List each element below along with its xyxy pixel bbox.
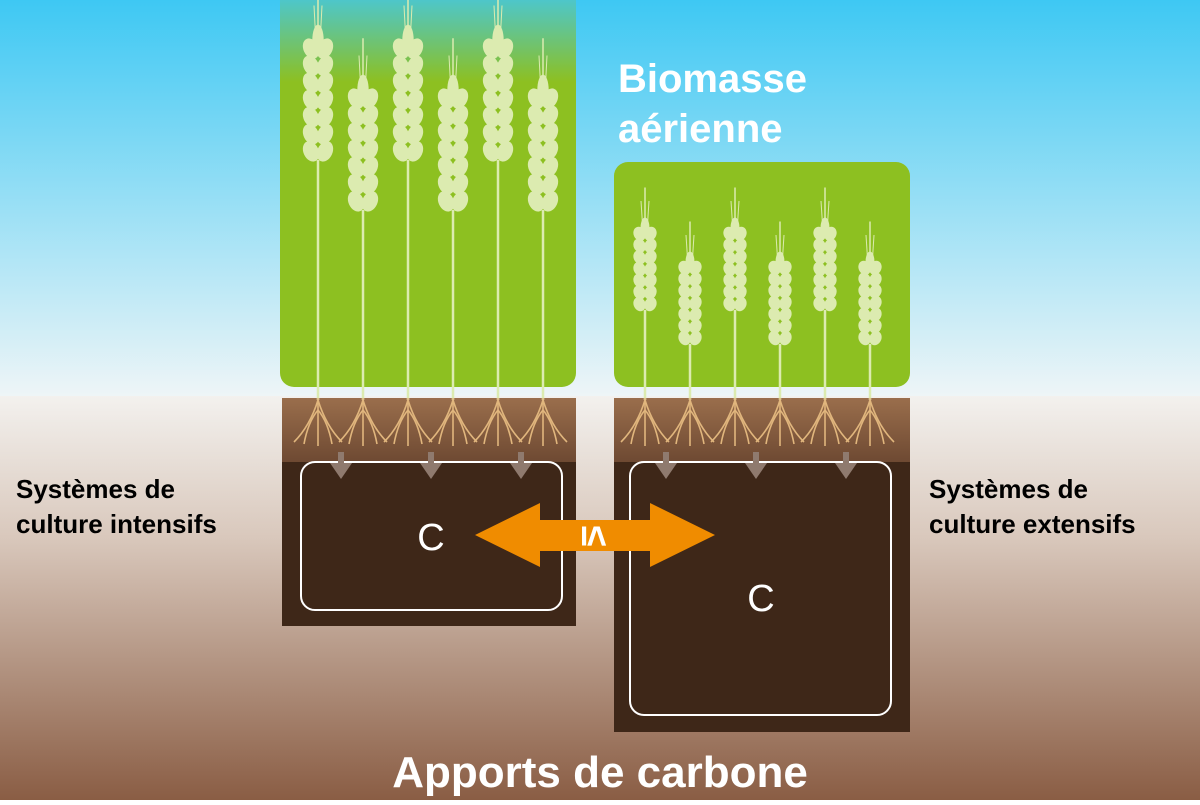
- root-icon: [755, 398, 805, 446]
- down-arrow-icon: [420, 452, 442, 479]
- root-icon: [665, 398, 715, 446]
- down-arrow-icon: [510, 452, 532, 479]
- double-headed-arrow-icon: [475, 503, 715, 567]
- root-icon: [845, 398, 895, 446]
- wheat-ear-icon: [392, 0, 424, 400]
- ground: [0, 396, 1200, 800]
- extensive-carbon-pool: [629, 461, 892, 716]
- root-icon: [800, 398, 850, 446]
- root-icon: [338, 398, 388, 446]
- root-icon: [620, 398, 670, 446]
- root-icon: [710, 398, 760, 446]
- sky: [0, 0, 1200, 396]
- wheat-ear-icon: [768, 221, 792, 400]
- biomass-label: Biomasse aérienne: [618, 54, 807, 154]
- root-icon: [383, 398, 433, 446]
- wheat-ear-icon: [437, 38, 469, 400]
- carbon-label-right: C: [747, 578, 774, 620]
- root-icon: [518, 398, 568, 446]
- wheat-ear-icon: [527, 38, 559, 400]
- biomass-label-line1: Biomasse: [618, 57, 807, 101]
- down-arrow-icon: [745, 452, 767, 479]
- wheat-ear-icon: [678, 221, 702, 400]
- carbon-inputs-title: Apports de carbone: [392, 748, 808, 797]
- wheat-ear-icon: [347, 38, 379, 400]
- root-icon: [473, 398, 523, 446]
- extensive-roots: [620, 398, 895, 446]
- down-arrow-icon: [835, 452, 857, 479]
- intensive-system: [280, 0, 576, 626]
- wheat-ear-icon: [482, 0, 514, 400]
- intensive-carbon-input-arrows: [330, 452, 532, 479]
- comparison-symbol: ≤: [573, 526, 615, 547]
- intensive-label-line2: culture intensifs: [16, 509, 217, 539]
- root-icon: [428, 398, 478, 446]
- extensive-carbon-input-arrows: [655, 452, 857, 479]
- wheat-ear-icon: [302, 0, 334, 400]
- down-arrow-icon: [655, 452, 677, 479]
- wheat-ear-icon: [813, 187, 837, 400]
- down-arrow-icon: [330, 452, 352, 479]
- biomass-label-line2: aérienne: [618, 107, 783, 151]
- extensive-soil-top-layer: [614, 398, 910, 468]
- intensive-roots: [293, 398, 568, 446]
- wheat-ear-icon: [633, 187, 657, 400]
- extensive-label-line2: culture extensifs: [929, 509, 1136, 539]
- intensive-label-line1: Systèmes de: [16, 474, 175, 504]
- extensive-systems-label: Systèmes de culture extensifs: [929, 472, 1136, 542]
- wheat-ear-icon: [858, 221, 882, 400]
- extensive-soil-carbon: [614, 462, 910, 732]
- wheat-ear-icon: [723, 187, 747, 400]
- intensive-systems-label: Systèmes de culture intensifs: [16, 472, 217, 542]
- root-icon: [293, 398, 343, 446]
- extensive-wheat-plants: [633, 187, 882, 400]
- intensive-wheat-plants: [302, 0, 559, 400]
- extensive-label-line1: Systèmes de: [929, 474, 1088, 504]
- extensive-system: [614, 162, 910, 732]
- carbon-label-left: C: [417, 517, 444, 559]
